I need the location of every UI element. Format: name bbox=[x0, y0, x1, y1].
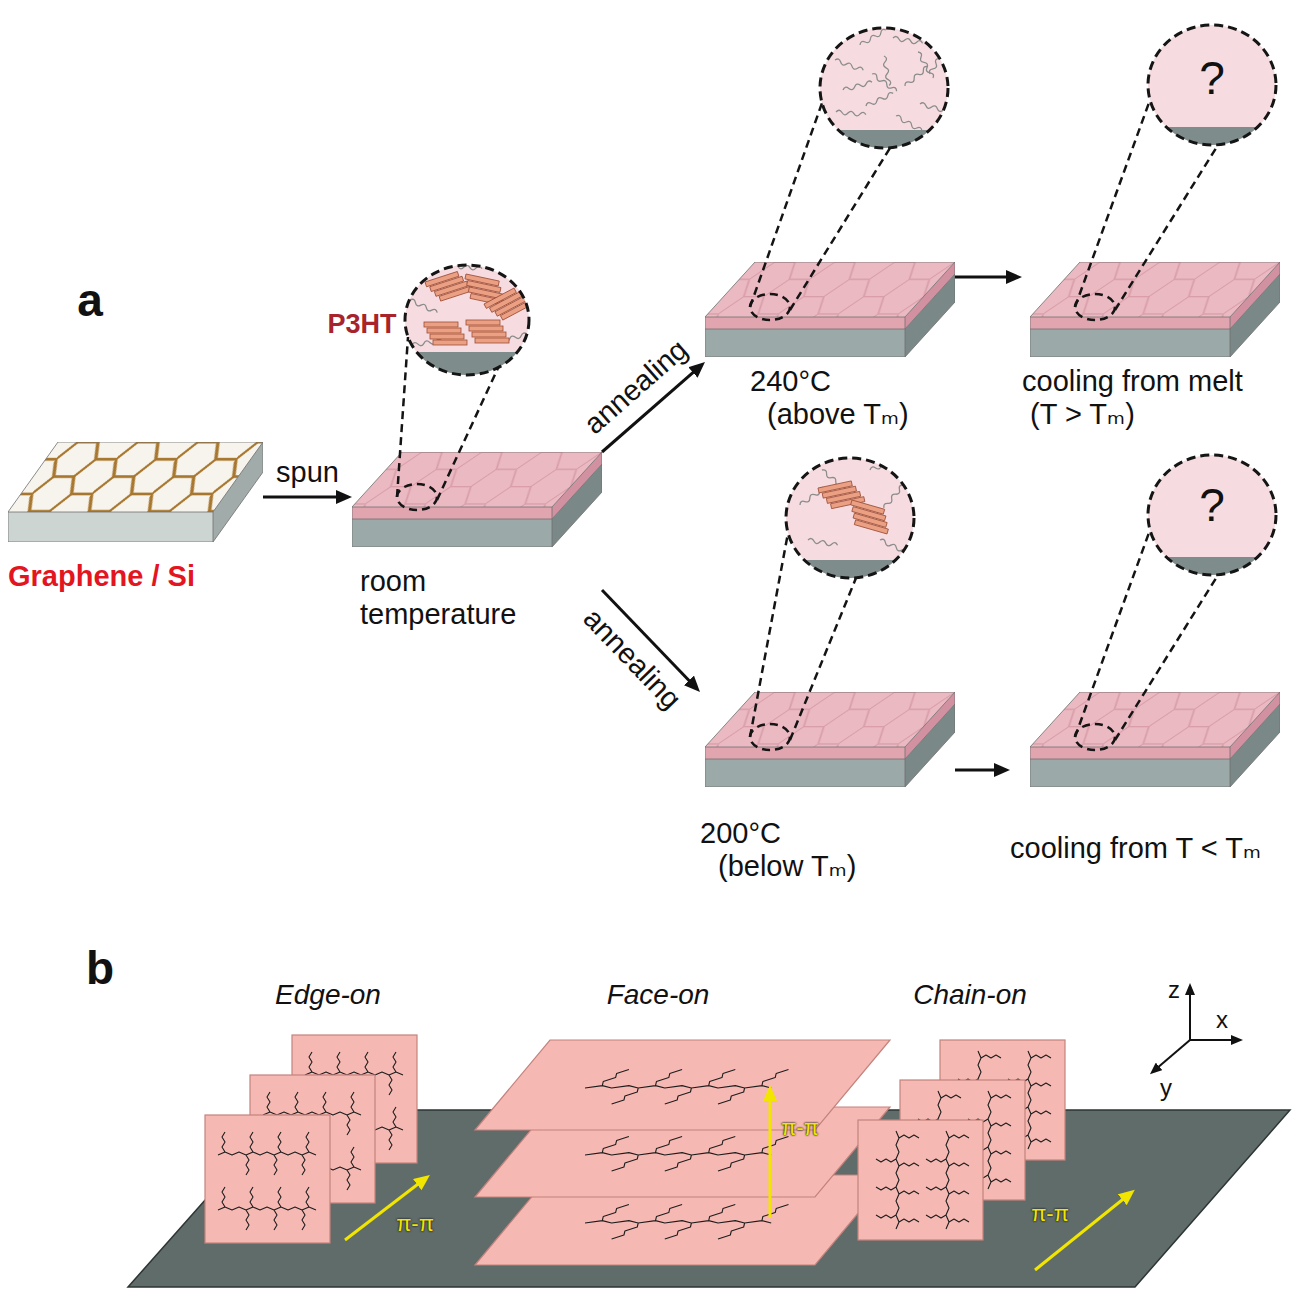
stage-sample: cooling from T < Tₘ bbox=[1010, 692, 1280, 865]
process-arrow bbox=[263, 496, 342, 499]
chain-on-lamellae bbox=[858, 1040, 1127, 1270]
stage-label: cooling from T < Tₘ bbox=[1010, 832, 1280, 865]
process-arrow bbox=[955, 276, 1012, 279]
figure-label: π-π bbox=[1031, 1201, 1069, 1226]
figure-label: Face-on bbox=[607, 979, 710, 1011]
stage-label: Graphene / Si bbox=[8, 560, 263, 593]
figure-label: Chain-on bbox=[913, 979, 1027, 1011]
figure-label: Edge-on bbox=[275, 979, 381, 1011]
leader-lines bbox=[397, 100, 1218, 750]
stage-label: cooling from melt bbox=[1022, 365, 1280, 398]
stage-sample: 200°C(below Tₘ) bbox=[700, 692, 955, 884]
arrow-label: spun bbox=[276, 456, 339, 489]
figure-label: b bbox=[86, 942, 114, 995]
figure-label: ? bbox=[1199, 52, 1225, 105]
zoom-circle bbox=[782, 455, 922, 585]
film-substrate bbox=[1030, 692, 1280, 787]
figure-label: a bbox=[77, 274, 103, 327]
figure-label: P3HT bbox=[327, 309, 396, 340]
arrow-label: annealing bbox=[578, 333, 695, 441]
face-on-lamellae bbox=[475, 1040, 890, 1265]
figure-label: π-π bbox=[781, 1115, 819, 1140]
arrow-label: annealing bbox=[577, 602, 688, 716]
stage-label: (T > Tₘ) bbox=[1030, 398, 1280, 431]
stage-label: (below Tₘ) bbox=[718, 850, 955, 883]
stage-label: room temperature bbox=[360, 565, 540, 632]
zoom-circle bbox=[815, 24, 955, 155]
stage-sample: room temperature bbox=[352, 452, 602, 632]
film-substrate bbox=[1030, 262, 1280, 357]
film-substrate bbox=[705, 692, 955, 787]
zoom-circle bbox=[400, 262, 535, 382]
zoom-circle bbox=[1145, 452, 1280, 582]
axis-triad bbox=[1156, 991, 1235, 1069]
figure-label: z bbox=[1168, 976, 1180, 1004]
stage-sample: 240°C(above Tₘ) bbox=[705, 262, 955, 432]
figure-label: y bbox=[1160, 1074, 1172, 1102]
stage-label: (above Tₘ) bbox=[767, 398, 955, 431]
stage-sample: cooling from melt(T > Tₘ) bbox=[1022, 262, 1280, 432]
stage-sample: Graphene / Si bbox=[8, 442, 263, 593]
edge-on-lamellae bbox=[205, 1035, 422, 1243]
film-substrate bbox=[705, 262, 955, 357]
film-substrate bbox=[352, 452, 602, 547]
process-arrow bbox=[955, 769, 1000, 772]
graphene-substrate bbox=[8, 442, 263, 542]
zoom-circle bbox=[1145, 22, 1280, 152]
figure-label: ? bbox=[1199, 479, 1225, 532]
stage-label: 240°C bbox=[750, 365, 955, 398]
figure-label: x bbox=[1216, 1006, 1228, 1034]
figure-label: π-π bbox=[396, 1211, 434, 1236]
stage-label: 200°C bbox=[700, 817, 955, 850]
